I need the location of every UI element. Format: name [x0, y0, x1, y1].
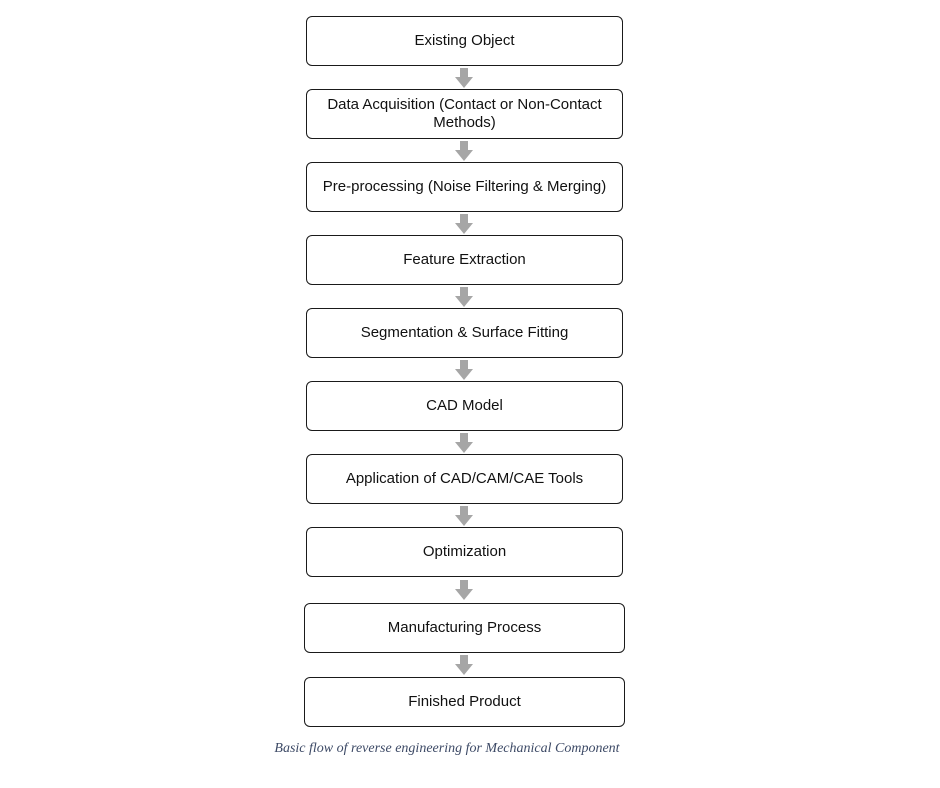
step-label: Existing Object	[414, 32, 515, 49]
step-label: Finished Product	[408, 693, 521, 710]
step-label: Feature Extraction	[403, 251, 526, 268]
step-label: Data Acquisition (Contact or Non-Contact…	[327, 96, 602, 131]
step-label: Pre-processing (Noise Filtering & Mergin…	[322, 178, 607, 195]
down-arrow-icon	[455, 141, 473, 161]
step-label: Optimization	[422, 543, 507, 560]
step-finished-product: Finished Product	[304, 677, 625, 727]
step-pre-processing: Pre-processing (Noise Filtering & Mergin…	[306, 162, 623, 212]
step-cad-model: CAD Model	[306, 381, 623, 431]
down-arrow-icon	[455, 433, 473, 453]
down-arrow-icon	[455, 580, 473, 600]
step-segmentation-surface-fitting: Segmentation & Surface Fitting	[306, 308, 623, 358]
step-existing-object: Existing Object	[306, 16, 623, 66]
step-manufacturing-process: Manufacturing Process	[304, 603, 625, 653]
figure-caption: Basic flow of reverse engineering for Me…	[274, 741, 620, 756]
down-arrow-icon	[455, 68, 473, 88]
down-arrow-icon	[455, 360, 473, 380]
down-arrow-icon	[455, 214, 473, 234]
step-label: Application of CAD/CAM/CAE Tools	[345, 470, 584, 487]
step-feature-extraction: Feature Extraction	[306, 235, 623, 285]
step-cad-cam-cae-tools: Application of CAD/CAM/CAE Tools	[306, 454, 623, 504]
down-arrow-icon	[455, 655, 473, 675]
step-label: Segmentation & Surface Fitting	[360, 324, 569, 341]
step-optimization: Optimization	[306, 527, 623, 577]
step-label: CAD Model	[426, 397, 503, 414]
step-data-acquisition: Data Acquisition (Contact or Non-Contact…	[306, 89, 623, 139]
step-label: Manufacturing Process	[387, 619, 542, 636]
down-arrow-icon	[455, 287, 473, 307]
down-arrow-icon	[455, 506, 473, 526]
